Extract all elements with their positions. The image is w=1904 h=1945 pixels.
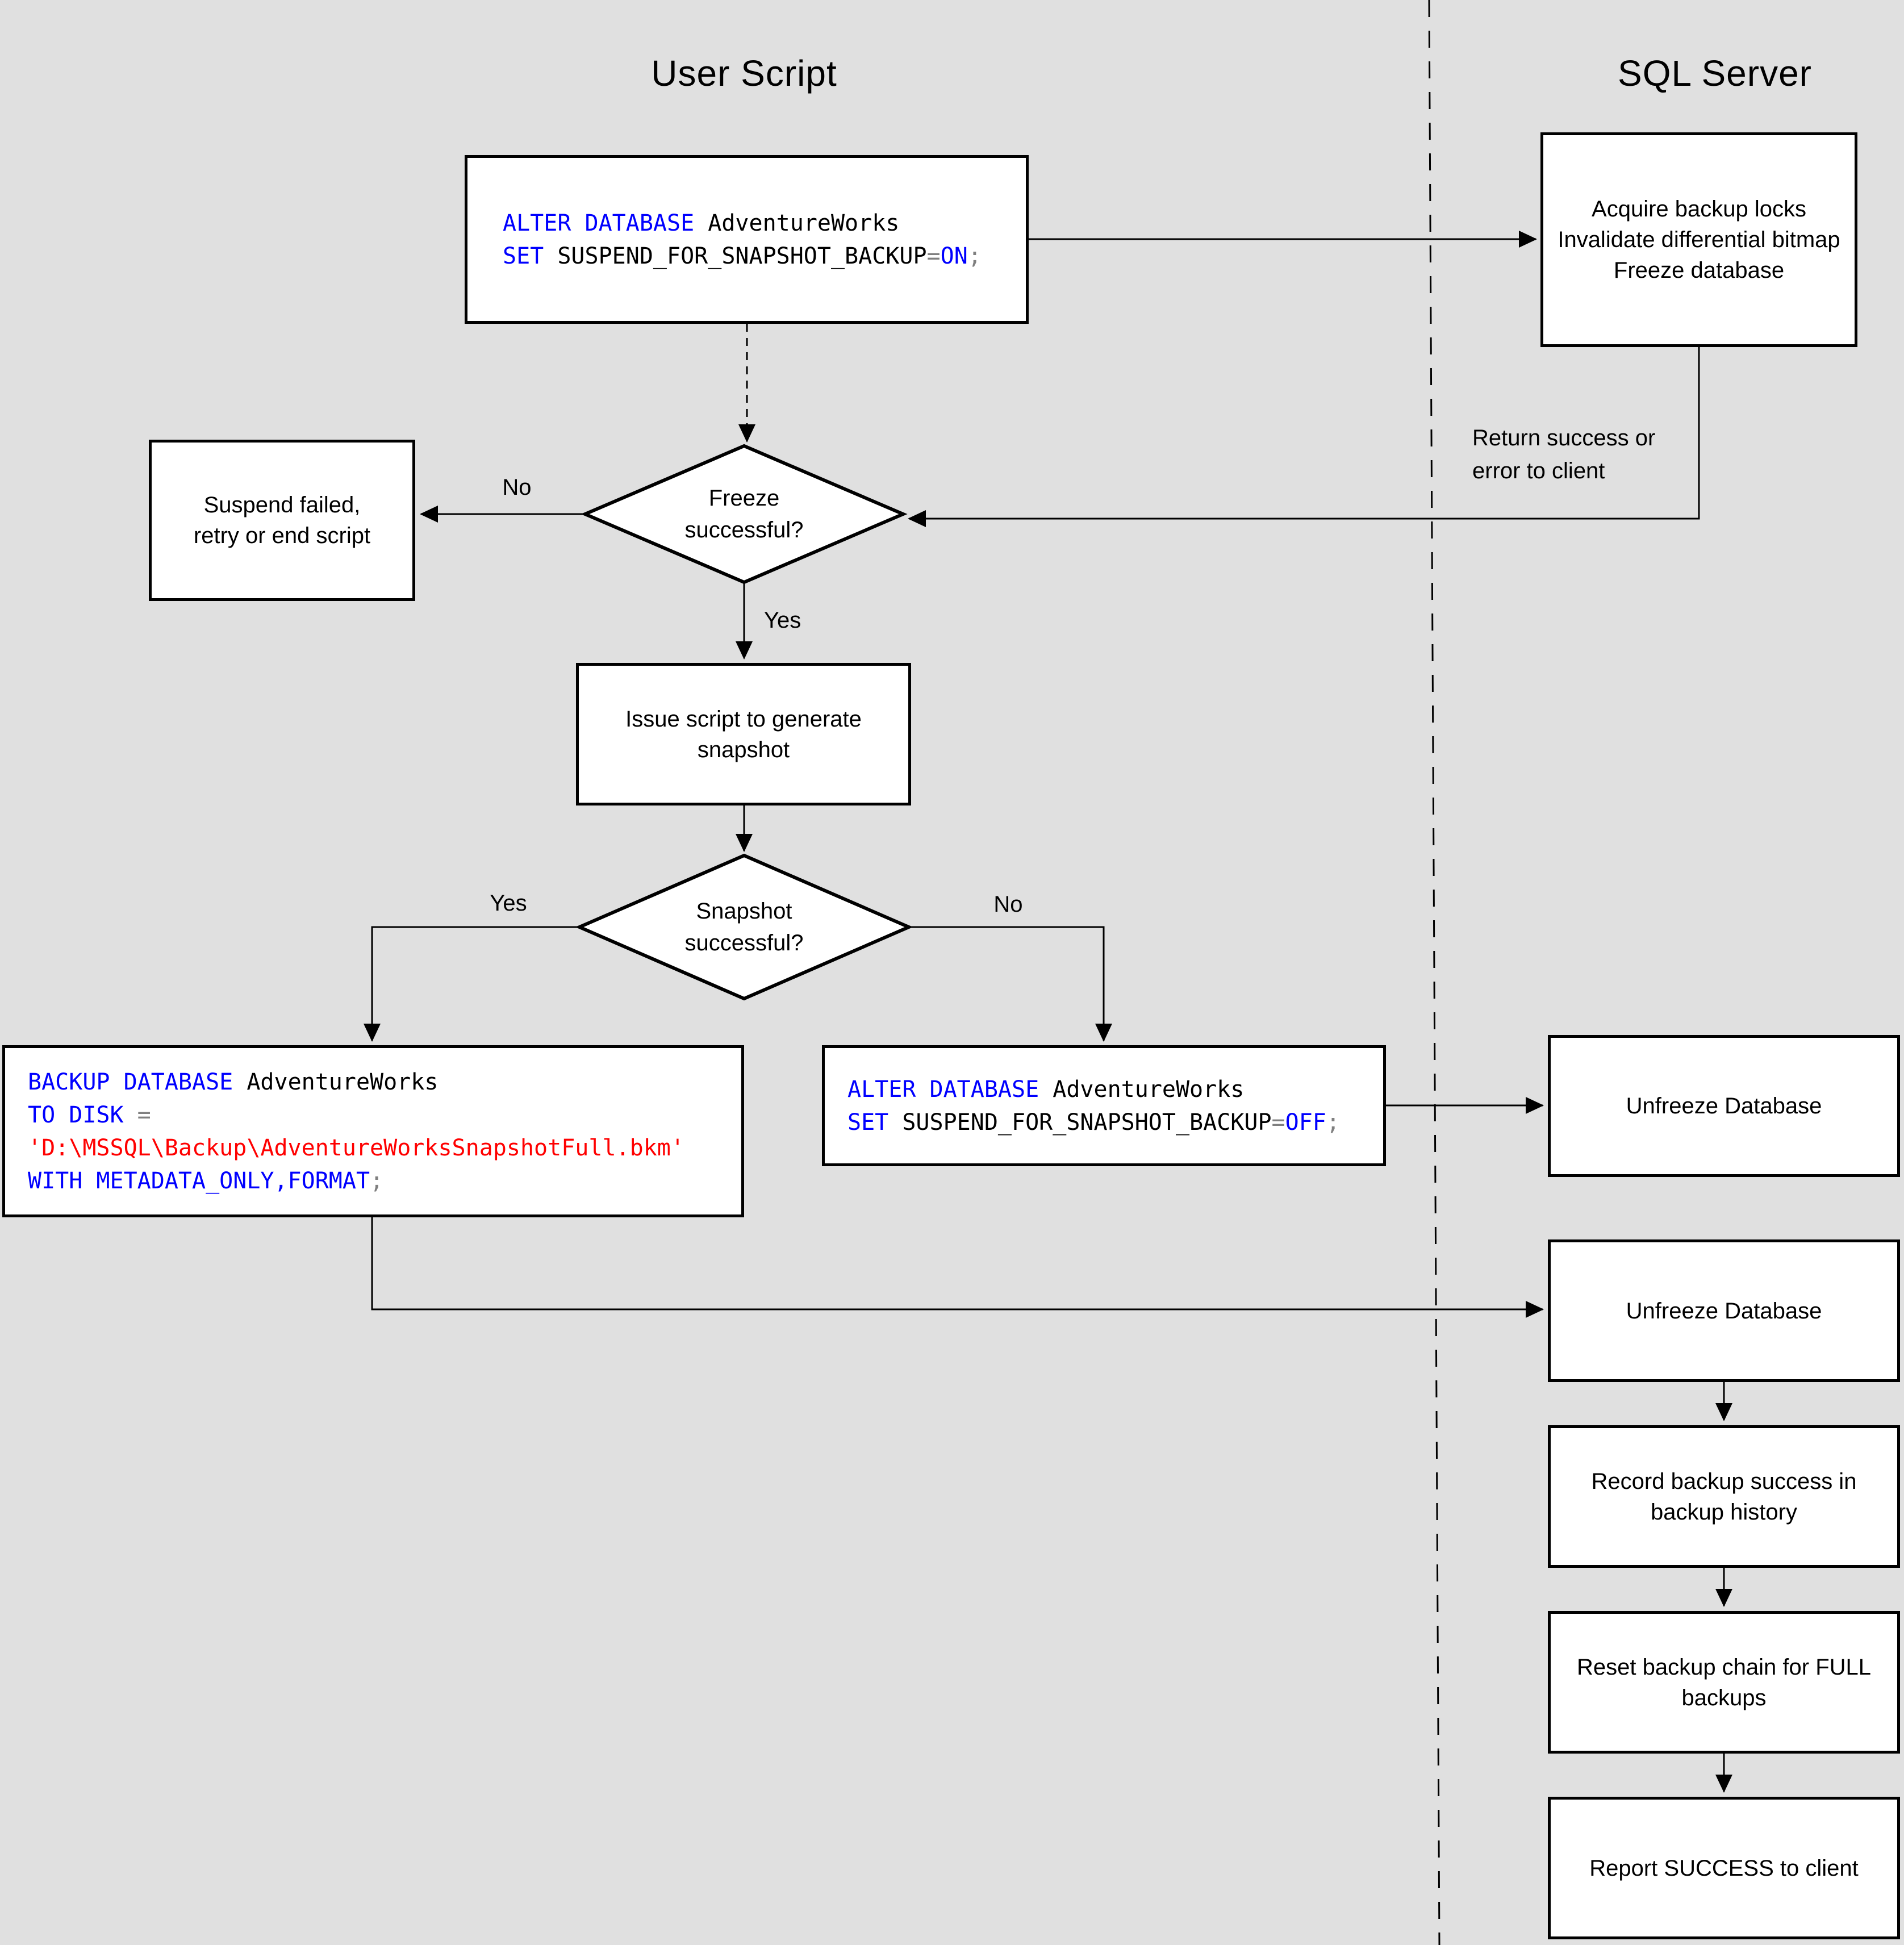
sql-operator: = (123, 1101, 151, 1128)
sql-keyword: ON (940, 243, 968, 269)
sql-operator: = (926, 243, 941, 269)
sql-identifier: SUSPEND_FOR_SNAPSHOT_BACKUP (888, 1109, 1272, 1136)
acquire-line: Freeze database (1613, 258, 1785, 283)
code-node-suspend-off: ALTER DATABASE AdventureWorks SET SUSPEN… (822, 1045, 1386, 1166)
sql-identifier: AdventureWorks (1039, 1076, 1245, 1103)
suspend-failed-node: Suspend failed, retry or end script (149, 440, 415, 601)
sql-identifier: AdventureWorks (694, 210, 900, 236)
user-script-lane-title: User Script (651, 53, 837, 94)
reset-backup-chain-node: Reset backup chain for FULL backups (1548, 1611, 1900, 1754)
arrow-snapshot-yes (364, 926, 579, 1042)
freeze-no-label: No (502, 475, 532, 500)
sql-operator: = (1271, 1109, 1285, 1136)
acquire-line: Acquire backup locks (1592, 197, 1806, 222)
unfreeze-database-top-node: Unfreeze Database (1548, 1035, 1900, 1177)
sql-keyword: TO DISK (28, 1101, 124, 1128)
sql-keyword: SET (503, 243, 544, 269)
sql-operator: ; (967, 243, 982, 269)
report-success-node: Report SUCCESS to client (1548, 1797, 1900, 1939)
sql-identifier: AdventureWorks (233, 1069, 439, 1095)
return-status-note: Return success or error to client (1472, 425, 1656, 483)
sql-keyword: SET (847, 1109, 889, 1136)
acquire-locks-node: Acquire backup locks Invalidate differen… (1540, 132, 1857, 347)
sql-keyword: OFF (1285, 1109, 1326, 1136)
sql-keyword: WITH METADATA_ONLY,FORMAT (28, 1167, 370, 1194)
code-node-backup-metadata: BACKUP DATABASE AdventureWorks TO DISK =… (2, 1045, 744, 1217)
arrow-snapshot-no (909, 926, 1112, 1042)
lane-separator (1428, 0, 1440, 1945)
arrow-backup-to-unfreeze (371, 1217, 1544, 1318)
snapshot-decision-label: Snapshot successful? (684, 899, 804, 955)
code-node-suspend-on: ALTER DATABASE AdventureWorks SET SUSPEN… (465, 155, 1029, 324)
acquire-line: Invalidate differential bitmap (1558, 227, 1840, 252)
sql-server-lane-title: SQL Server (1618, 53, 1812, 94)
freeze-yes-label: Yes (764, 608, 801, 633)
freeze-decision-shape (581, 444, 908, 585)
unfreeze-database-bottom-node: Unfreeze Database (1548, 1239, 1900, 1382)
snapshot-no-label: No (993, 892, 1023, 917)
snapshot-decision-shape (575, 853, 913, 1001)
freeze-decision-label: Freeze successful? (684, 486, 804, 542)
sql-operator: ; (370, 1167, 384, 1194)
sql-keyword: ALTER DATABASE (847, 1076, 1039, 1103)
sql-operator: ; (1326, 1109, 1340, 1136)
arrow-acquire-to-freeze (908, 347, 1700, 527)
sql-keyword: BACKUP DATABASE (28, 1069, 233, 1095)
issue-script-node: Issue script to generate snapshot (576, 663, 911, 805)
sql-identifier: SUSPEND_FOR_SNAPSHOT_BACKUP (544, 243, 927, 269)
sql-string: 'D:\MSSQL\Backup\AdventureWorksSnapshotF… (28, 1134, 684, 1161)
record-backup-history-node: Record backup success in backup history (1548, 1425, 1900, 1568)
sql-keyword: ALTER DATABASE (503, 210, 695, 236)
snapshot-yes-label: Yes (490, 891, 527, 916)
